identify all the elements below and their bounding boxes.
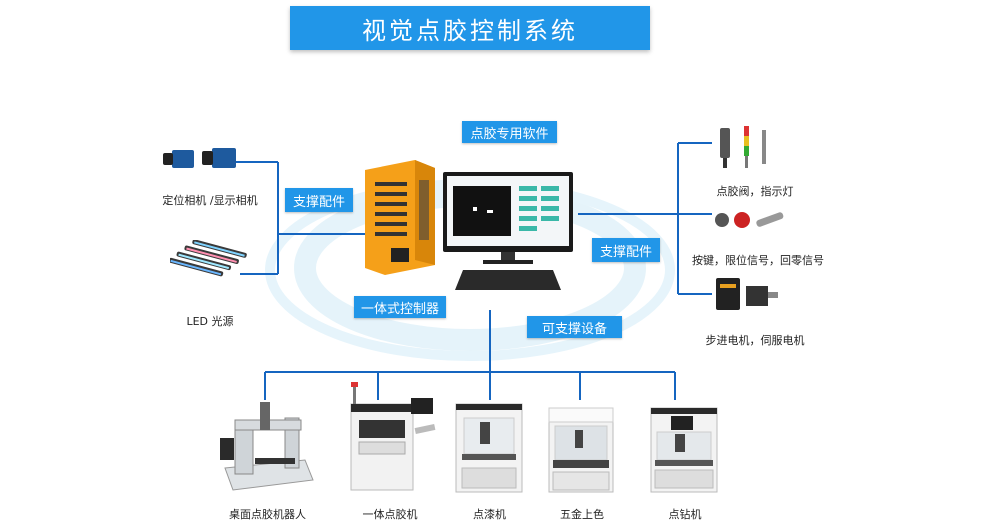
diamond-point-machine-icon bbox=[645, 402, 725, 496]
led-label: LED 光源 bbox=[186, 315, 234, 328]
page-title: 视觉点胶控制系统 bbox=[290, 6, 650, 50]
support-parts-right-tag: 支撑配件 bbox=[592, 238, 660, 262]
hardware-coloring-icon bbox=[545, 404, 617, 496]
camera-icon bbox=[160, 140, 255, 180]
dispensing-valve-icon bbox=[712, 122, 782, 172]
controller-tag: 一体式控制器 bbox=[354, 296, 446, 318]
integrated-dispenser-icon bbox=[345, 380, 440, 495]
device-label-4: 点钻机 bbox=[668, 508, 702, 521]
support-parts-left-tag: 支撑配件 bbox=[285, 188, 353, 212]
device-label-1: 一体点胶机 bbox=[362, 508, 418, 521]
software-screen-icon bbox=[443, 172, 573, 297]
button-switch-icon bbox=[712, 206, 792, 234]
led-light-icon bbox=[170, 240, 250, 282]
controller-icon bbox=[365, 160, 435, 275]
valve-label: 点胶阀，指示灯 bbox=[716, 185, 794, 198]
motor-label: 步进电机，伺服电机 bbox=[705, 334, 805, 347]
button-label: 按键，限位信号，回零信号 bbox=[692, 254, 824, 267]
servo-motor-icon bbox=[712, 276, 782, 314]
software-tag: 点胶专用软件 bbox=[462, 121, 557, 143]
device-label-2: 点漆机 bbox=[473, 508, 506, 521]
desktop-robot-icon bbox=[215, 398, 315, 496]
painting-machine-icon bbox=[452, 398, 527, 496]
camera-label: 定位相机 /显示相机 bbox=[162, 194, 258, 207]
device-label-3: 五金上色 bbox=[560, 508, 604, 521]
device-label-0: 桌面点胶机器人 bbox=[229, 508, 306, 521]
devices-tag: 可支撑设备 bbox=[527, 316, 622, 338]
